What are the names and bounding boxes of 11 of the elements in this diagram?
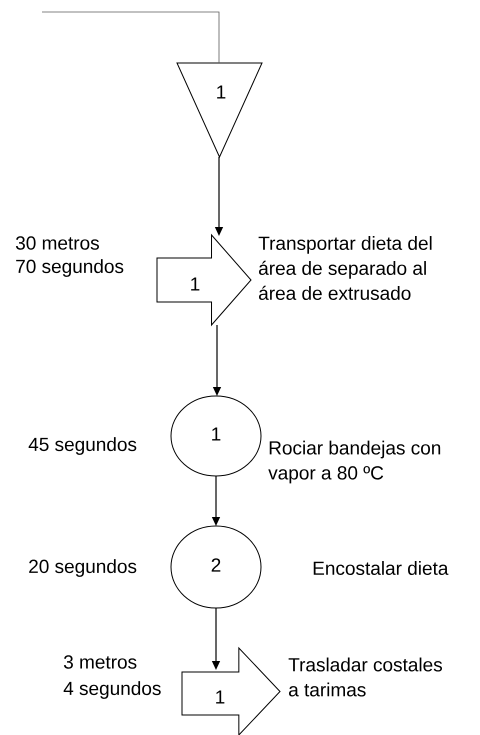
- step-note: Trasladar costales a tarimas: [288, 658, 442, 696]
- step-note: Transportar dieta del área de separado al área de extrusado: [258, 236, 432, 300]
- connector-line: [42, 12, 220, 64]
- step-note: 20 segundos: [29, 559, 136, 577]
- step-note: 4 segundos: [64, 681, 161, 699]
- step-note: Rociar bandejas con vapor a 80 ºC: [268, 440, 440, 484]
- step-note: 3 metros: [64, 655, 136, 669]
- step-note: Encostalar dieta: [314, 561, 448, 575]
- step-note: 70 segundos: [16, 259, 124, 277]
- step-note: 30 metros: [16, 236, 99, 250]
- step-note: 45 segundos: [28, 437, 136, 455]
